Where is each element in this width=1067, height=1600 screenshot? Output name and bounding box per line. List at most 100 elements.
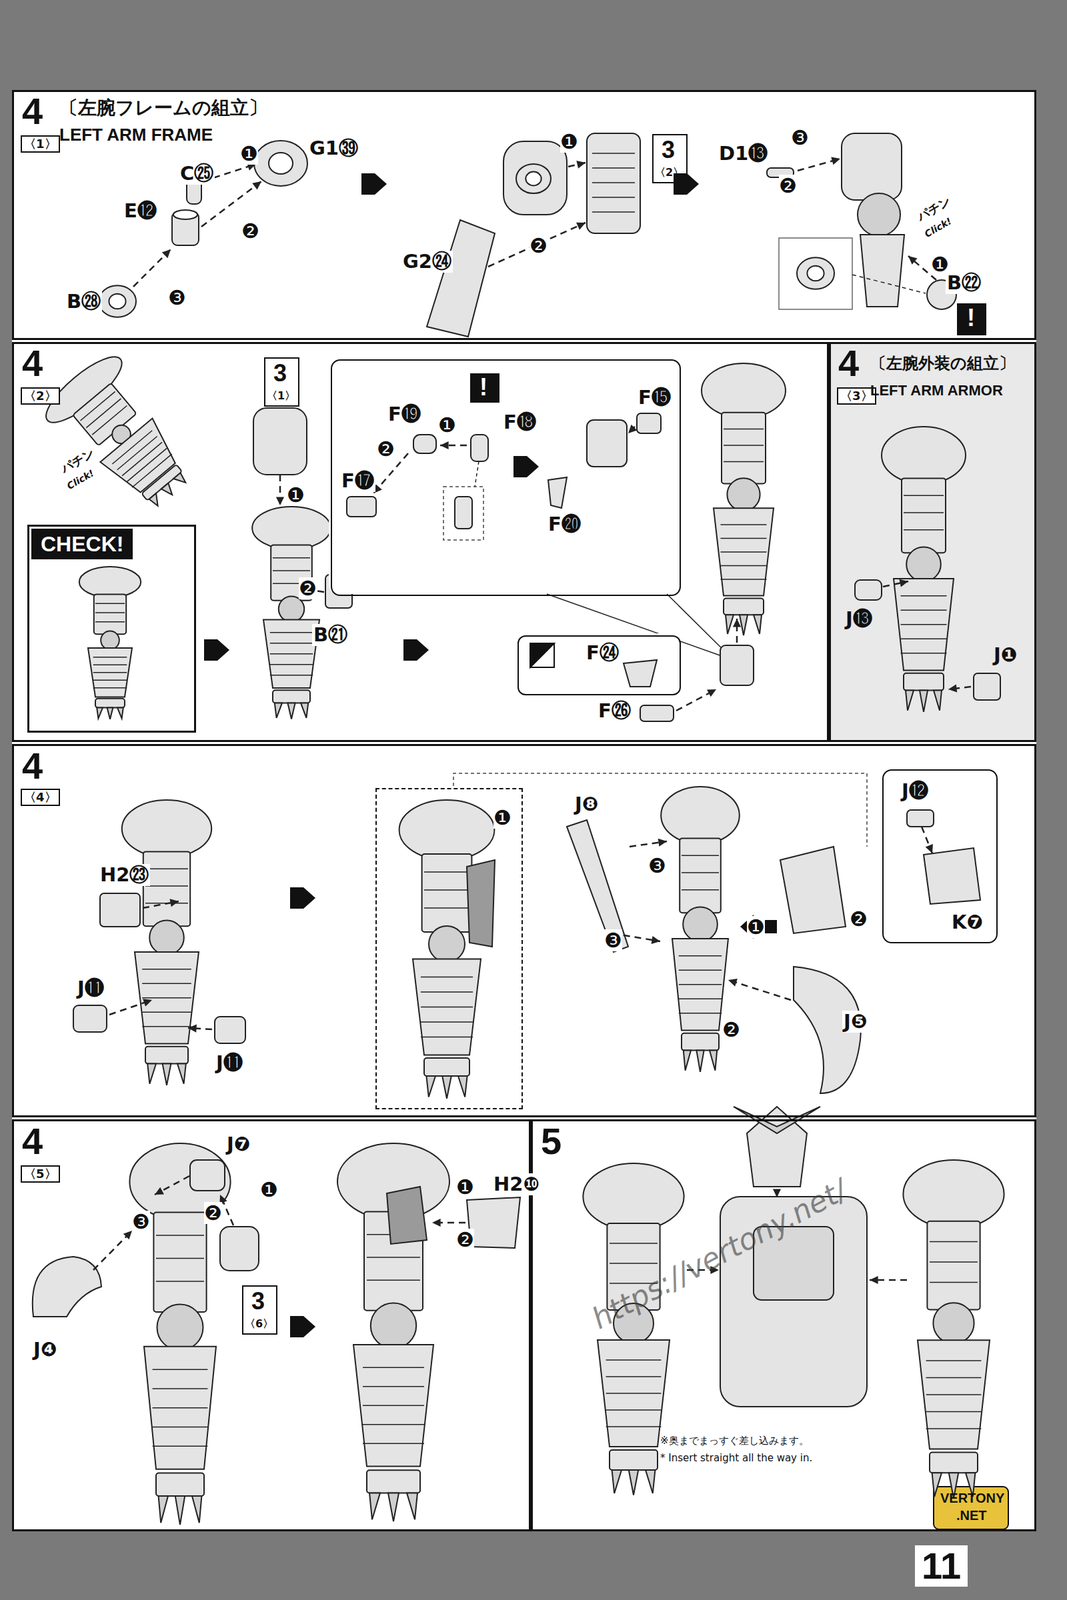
part-outline — [901, 478, 946, 553]
detail-line — [420, 1021, 473, 1023]
detail-line — [720, 538, 767, 540]
detail-line — [900, 638, 947, 640]
part-outline — [893, 578, 954, 671]
part-number: F㉔ — [584, 642, 621, 665]
detail-line — [606, 1393, 662, 1395]
logo-badge — [933, 1487, 1009, 1530]
arm-drawing — [122, 800, 212, 1086]
part-outline — [753, 614, 762, 635]
part-outline — [274, 702, 283, 718]
arrow-head — [908, 256, 918, 265]
arrow-head — [925, 844, 933, 854]
part-outline — [806, 266, 824, 281]
detail-line — [270, 642, 313, 645]
inset-box: F㉔ — [517, 635, 681, 696]
part-outline — [721, 412, 766, 485]
part-outline — [503, 141, 567, 215]
order-number: ❶ — [560, 130, 579, 153]
sub-step-number: 〈5〉 — [20, 1165, 61, 1184]
detail-line — [80, 391, 116, 421]
leader-line — [474, 461, 479, 487]
part-outline — [516, 164, 551, 194]
step-panel: 4〈4〉❶J⓬K❼ — [12, 744, 1037, 1118]
arrow-head — [432, 1219, 441, 1228]
part-outline — [701, 363, 786, 419]
detail-line — [592, 196, 635, 199]
detail-line — [723, 461, 764, 463]
reference-sub-number: 〈2〉 — [654, 166, 684, 179]
part-outline — [117, 708, 124, 719]
part-outline — [860, 234, 905, 307]
order-number: ❷ — [204, 1202, 223, 1225]
part-outline — [220, 1227, 259, 1272]
part-number: F㉖ — [596, 700, 633, 723]
detail-line — [606, 1409, 662, 1412]
part-outline — [156, 1473, 205, 1498]
part-outline — [679, 838, 721, 913]
part-outline — [426, 220, 495, 337]
part-outline — [108, 294, 126, 309]
part-number: J⓫ — [76, 977, 106, 1000]
part-number: F⓳ — [386, 403, 423, 426]
detail-line — [366, 1257, 421, 1259]
detail-frame — [443, 486, 484, 541]
part-outline — [145, 1046, 189, 1065]
detail-line — [122, 442, 163, 476]
part-number: F⓱ — [340, 470, 376, 493]
step-title: 〔左腕外装の組立〕 — [870, 354, 1015, 374]
detail-line — [678, 969, 722, 971]
step-number: 4 — [22, 1123, 43, 1161]
part-outline — [100, 418, 184, 501]
part-outline — [597, 1340, 670, 1448]
detail-line — [93, 687, 128, 689]
arrow-head — [869, 1276, 879, 1285]
detail-line — [112, 430, 153, 465]
part-outline — [636, 413, 661, 434]
part-outline — [369, 1493, 381, 1520]
part-outline — [906, 547, 941, 583]
part-outline — [96, 708, 103, 719]
part-outline — [149, 920, 185, 956]
dashed-arrow — [676, 689, 717, 711]
part-outline — [566, 820, 629, 953]
leader-line — [852, 274, 926, 294]
detail-line — [606, 1359, 662, 1362]
part-outline — [582, 1163, 684, 1231]
detail-line — [156, 1258, 205, 1260]
part-outline — [79, 566, 141, 598]
part-outline — [660, 786, 740, 845]
part-outline — [386, 1187, 427, 1245]
detail-line — [420, 1006, 473, 1009]
part-outline — [548, 477, 567, 509]
detail-line — [900, 624, 947, 626]
step-arrow — [290, 887, 316, 909]
check-box: CHECK! — [27, 524, 197, 733]
sub-step-number: 〈2〉 — [20, 387, 61, 405]
part-number: J⓬ — [900, 780, 930, 803]
reference-sub-number: 〈1〉 — [266, 389, 296, 403]
part-outline — [905, 690, 914, 711]
leader-line — [453, 773, 867, 847]
step-arrow — [361, 173, 387, 195]
detail-line — [362, 1386, 425, 1388]
part-outline — [725, 614, 734, 635]
part-outline — [88, 648, 133, 698]
part-outline — [161, 483, 177, 499]
part-outline — [881, 426, 966, 485]
arrow-head — [276, 496, 285, 506]
part-outline — [933, 690, 942, 711]
part-outline — [94, 594, 127, 635]
detail-line — [362, 1443, 425, 1446]
arrow-head — [728, 978, 738, 987]
dashed-arrow — [154, 1176, 190, 1196]
part-outline — [190, 1160, 225, 1192]
part-outline — [388, 1493, 399, 1522]
part-outline — [370, 1303, 417, 1349]
order-number: ❸ — [132, 1211, 151, 1234]
order-number: ❷ — [529, 234, 548, 257]
part-outline — [926, 1221, 980, 1311]
part-outline — [454, 496, 473, 529]
part-outline — [122, 800, 212, 858]
detail-line — [903, 512, 944, 514]
arrow-head — [658, 838, 667, 847]
